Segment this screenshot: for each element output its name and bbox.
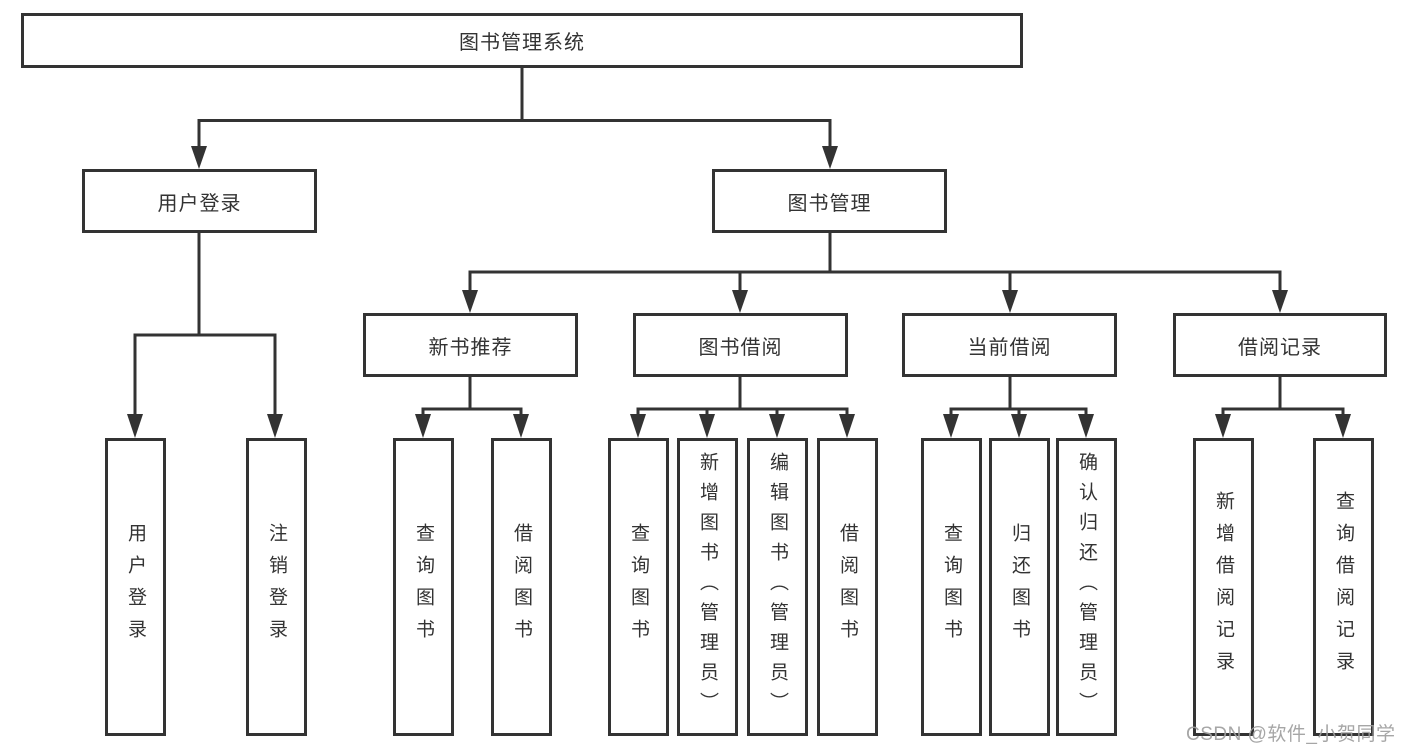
leaf-br-add-record-label: 新增借阅记录 <box>1213 491 1234 683</box>
leaf-bb-edit-books-admin: 编辑图书（管理员） <box>747 438 808 736</box>
leaf-bb-query-books: 查询图书 <box>608 438 669 736</box>
leaf-rec-borrow-books: 借阅图书 <box>491 438 552 736</box>
leaf-user-login-label: 用户登录 <box>125 523 146 651</box>
leaf-bb-add-books-admin: 新增图书（管理员） <box>677 438 738 736</box>
leaf-cb-return-books: 归还图书 <box>989 438 1050 736</box>
leaf-bb-borrow-books: 借阅图书 <box>817 438 878 736</box>
leaf-rec-query-books-label: 查询图书 <box>413 523 434 651</box>
leaf-bb-borrow-books-label: 借阅图书 <box>837 523 858 651</box>
node-book-management: 图书管理 <box>712 169 947 233</box>
leaf-user-login: 用户登录 <box>105 438 166 736</box>
leaf-logout-label: 注销登录 <box>266 523 287 651</box>
leaf-bb-query-books-label: 查询图书 <box>628 523 649 651</box>
leaf-cb-query-books-label: 查询图书 <box>941 523 962 651</box>
leaf-rec-query-books: 查询图书 <box>393 438 454 736</box>
leaf-cb-confirm-return-admin: 确认归还（管理员） <box>1056 438 1117 736</box>
leaf-rec-borrow-books-label: 借阅图书 <box>511 523 532 651</box>
leaf-cb-confirm-return-admin-label: 确认归还（管理员） <box>1076 452 1097 722</box>
node-borrowing-records: 借阅记录 <box>1173 313 1387 377</box>
leaf-br-add-record: 新增借阅记录 <box>1193 438 1254 736</box>
leaf-bb-add-books-admin-label: 新增图书（管理员） <box>697 452 718 722</box>
leaf-br-query-record: 查询借阅记录 <box>1313 438 1374 736</box>
node-current-borrowing: 当前借阅 <box>902 313 1117 377</box>
leaf-cb-return-books-label: 归还图书 <box>1009 523 1030 651</box>
leaf-bb-edit-books-admin-label: 编辑图书（管理员） <box>767 452 788 722</box>
node-new-book-recommend: 新书推荐 <box>363 313 578 377</box>
leaf-cb-query-books: 查询图书 <box>921 438 982 736</box>
node-user-login: 用户登录 <box>82 169 317 233</box>
node-root-system: 图书管理系统 <box>21 13 1023 68</box>
leaf-logout: 注销登录 <box>246 438 307 736</box>
csdn-watermark: CSDN @软件_小贺同学 <box>1186 724 1396 745</box>
leaf-br-query-record-label: 查询借阅记录 <box>1333 491 1354 683</box>
node-book-borrowing: 图书借阅 <box>633 313 848 377</box>
